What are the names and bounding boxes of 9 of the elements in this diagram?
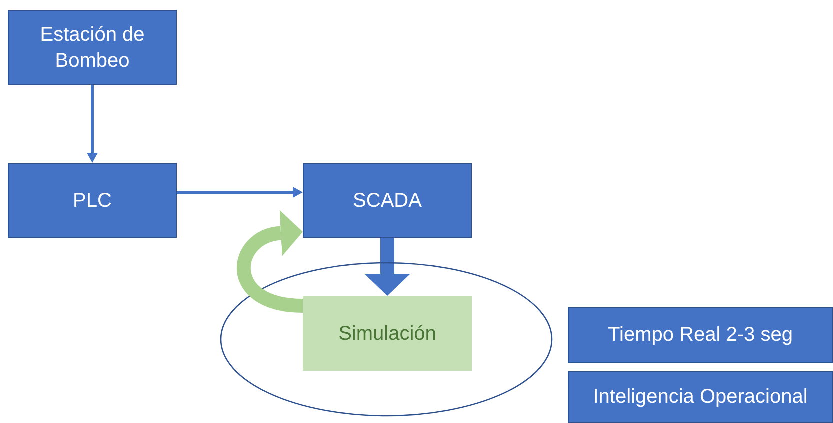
process-box: Inteligencia Operacional: [568, 371, 833, 423]
process-box: Tiempo Real 2-3 seg: [568, 307, 833, 363]
arrow: [87, 85, 98, 163]
process-box: PLC: [8, 163, 177, 238]
process-box: Estación de Bombeo: [8, 10, 177, 85]
simulation-box: Simulación: [303, 296, 472, 371]
ellipse-outline: [220, 262, 553, 417]
process-box: SCADA: [303, 163, 472, 238]
arrow: [177, 187, 303, 198]
